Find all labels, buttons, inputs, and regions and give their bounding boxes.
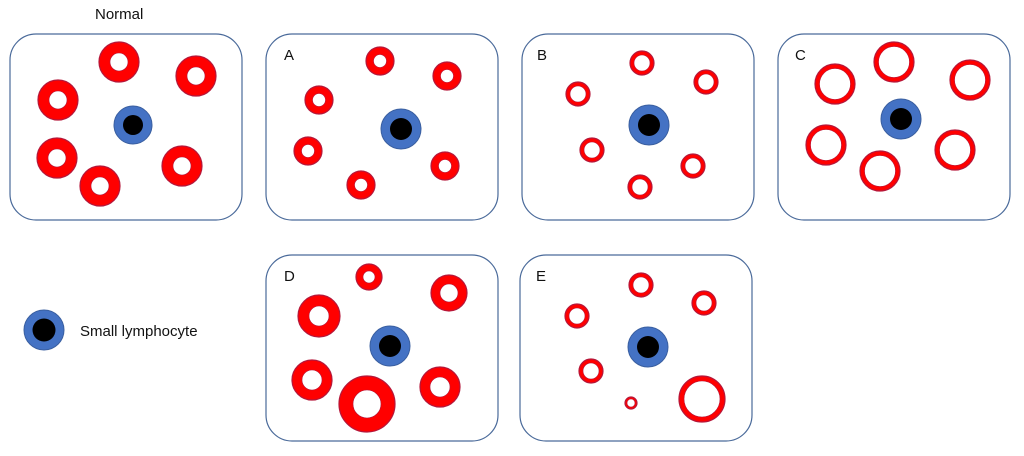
- red-blood-cell: [430, 274, 468, 312]
- red-blood-cell: [293, 136, 323, 166]
- small-lymphocyte: [369, 325, 411, 367]
- red-blood-cell: [36, 137, 78, 179]
- red-blood-cell: [949, 59, 991, 101]
- panel-b: B: [521, 33, 755, 221]
- cells-a: [293, 46, 462, 200]
- panel-label-a: A: [284, 47, 294, 64]
- small-lymphocyte: [628, 104, 670, 146]
- legend: Small lymphocyte: [23, 309, 198, 351]
- red-blood-cell: [419, 366, 461, 408]
- red-blood-cell: [693, 69, 719, 95]
- cells-c: [805, 41, 991, 192]
- lymphocyte-icon: [23, 309, 65, 351]
- red-blood-cell: [79, 165, 121, 207]
- panel-c: C: [777, 33, 1011, 221]
- panel-label-e: E: [536, 268, 546, 285]
- cells-d: [291, 263, 468, 433]
- red-blood-cell: [565, 81, 591, 107]
- red-blood-cell: [691, 290, 717, 316]
- red-blood-cell: [175, 55, 217, 97]
- small-lymphocyte: [113, 105, 153, 145]
- legend-label: Small lymphocyte: [80, 323, 198, 340]
- panel-title-normal: Normal: [95, 6, 143, 23]
- red-blood-cell: [629, 50, 655, 76]
- small-lymphocyte: [380, 108, 422, 150]
- red-blood-cell: [814, 63, 856, 105]
- small-lymphocyte: [880, 98, 922, 140]
- red-blood-cell: [628, 272, 654, 298]
- red-blood-cell: [680, 153, 706, 179]
- red-blood-cell: [934, 129, 976, 171]
- panel-label-c: C: [795, 47, 806, 64]
- red-blood-cell: [37, 79, 79, 121]
- red-blood-cell: [291, 359, 333, 401]
- cells-b: [565, 50, 719, 200]
- red-blood-cell: [346, 170, 376, 200]
- panel-e: E: [519, 254, 753, 442]
- red-blood-cell: [297, 294, 341, 338]
- red-blood-cell: [161, 145, 203, 187]
- red-blood-cell: [355, 263, 383, 291]
- red-blood-cell: [365, 46, 395, 76]
- panel-label-d: D: [284, 268, 295, 285]
- red-blood-cell: [627, 174, 653, 200]
- red-blood-cell: [98, 41, 140, 83]
- red-blood-cell: [338, 375, 396, 433]
- panel-d: D: [265, 254, 499, 442]
- cells-e: [564, 272, 726, 423]
- red-blood-cell: [430, 151, 460, 181]
- cells-normal: [36, 41, 217, 207]
- panel-a: A: [265, 33, 499, 221]
- red-blood-cell: [805, 124, 847, 166]
- red-blood-cell: [624, 396, 638, 410]
- panel-label-b: B: [537, 47, 547, 64]
- red-blood-cell: [678, 375, 726, 423]
- red-blood-cell: [564, 303, 590, 329]
- panel-normal: Normal: [9, 6, 243, 221]
- red-blood-cell: [578, 358, 604, 384]
- red-blood-cell: [873, 41, 915, 83]
- small-lymphocyte: [627, 326, 669, 368]
- red-blood-cell: [304, 85, 334, 115]
- red-blood-cell: [859, 150, 901, 192]
- red-blood-cell: [579, 137, 605, 163]
- red-blood-cell: [432, 61, 462, 91]
